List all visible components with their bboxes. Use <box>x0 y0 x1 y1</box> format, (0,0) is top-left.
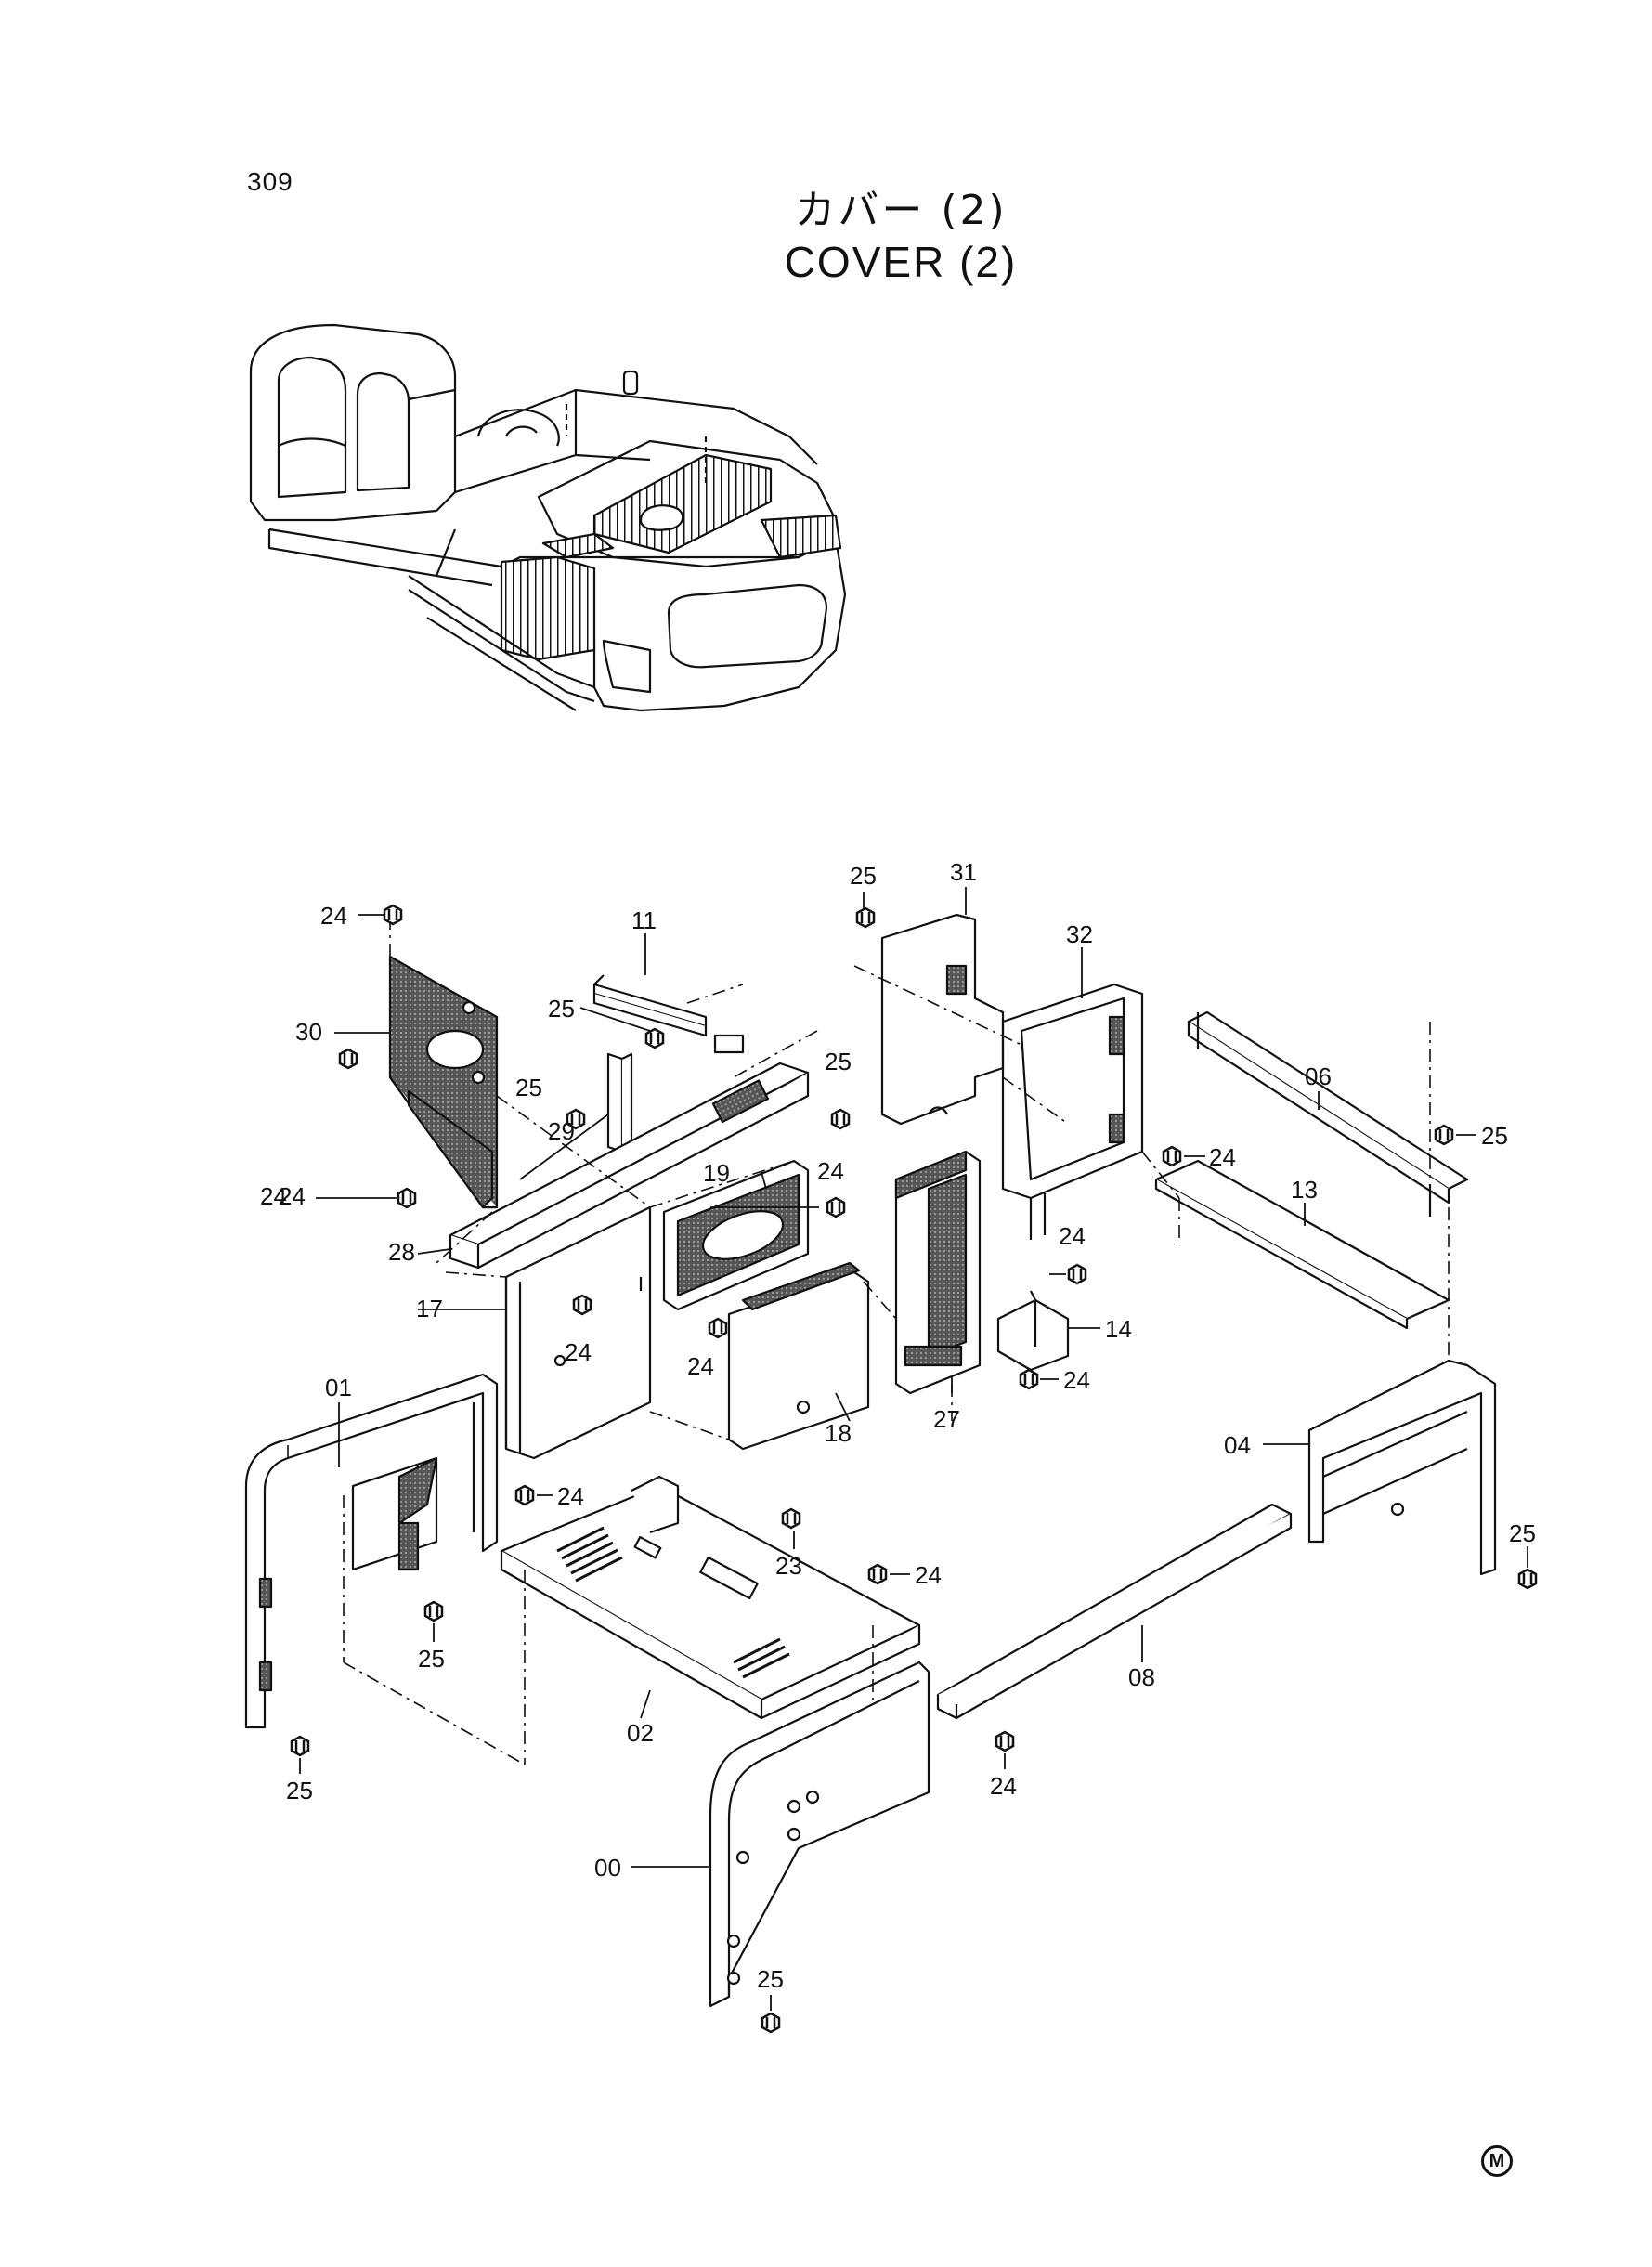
part-30-panel <box>388 955 499 1209</box>
callout-19: 19 <box>703 1159 730 1187</box>
callout-29: 29 <box>548 1117 575 1145</box>
callout-02: 02 <box>627 1719 654 1747</box>
page-title: COVER (2) <box>784 238 1018 286</box>
callout-25: 25 <box>548 995 575 1023</box>
callout-24: 24 <box>279 1182 306 1210</box>
callout-25: 25 <box>825 1048 852 1075</box>
page-title-japanese: カバー (2) <box>794 187 1008 234</box>
part-19-plate <box>662 1159 810 1311</box>
callout-27: 27 <box>933 1405 960 1433</box>
page-number: 309 <box>247 167 293 196</box>
part-11-bracket <box>592 974 708 1037</box>
callout-25: 25 <box>757 1965 784 1993</box>
callout-30: 30 <box>295 1018 322 1046</box>
part-04-frame <box>1307 1359 1497 1576</box>
callout-17: 17 <box>416 1295 443 1322</box>
callout-25: 25 <box>418 1645 445 1673</box>
part-29-bracket <box>606 1052 633 1153</box>
part-00-frame <box>709 1661 930 2008</box>
circled-m-icon: M <box>1481 2145 1513 2177</box>
callout-08: 08 <box>1128 1663 1155 1691</box>
callout-25: 25 <box>850 862 877 890</box>
leader-lines <box>299 887 1528 2011</box>
part-02-floor <box>500 1475 921 1720</box>
callout-13: 13 <box>1291 1176 1318 1204</box>
callout-24: 24 <box>990 1772 1017 1800</box>
callout-25: 25 <box>1481 1122 1508 1150</box>
callout-25: 25 <box>286 1777 313 1804</box>
callout-23: 23 <box>775 1552 802 1580</box>
part-08-channel <box>936 1503 1293 1720</box>
callout-00: 00 <box>594 1854 621 1882</box>
callout-06: 06 <box>1305 1062 1332 1090</box>
callout-24: 24 <box>320 902 347 930</box>
alignment-lines <box>287 919 1450 1765</box>
callout-28: 28 <box>388 1238 415 1266</box>
callout-04: 04 <box>1224 1431 1251 1459</box>
callout-31: 31 <box>950 858 977 886</box>
part-17-panel <box>504 1205 652 1460</box>
callout-01: 01 <box>325 1374 352 1401</box>
part-14-bracket <box>996 1290 1070 1372</box>
callout-25: 25 <box>515 1074 542 1101</box>
part-01-frame <box>244 1373 499 1729</box>
part-06-strip <box>1187 1010 1469 1217</box>
callout-24: 24 <box>915 1561 942 1589</box>
callout-11: 11 <box>631 906 657 934</box>
title-block: カバー (2) COVER (2) <box>706 186 1096 288</box>
part-31-panel <box>880 913 1005 1126</box>
callout-18: 18 <box>825 1419 852 1447</box>
callout-24: 24 <box>557 1482 584 1510</box>
callout-24: 24 <box>260 1182 287 1210</box>
callout-14: 14 <box>1105 1315 1132 1343</box>
callout-24: 24 <box>687 1352 714 1380</box>
callout-32: 32 <box>1066 920 1093 948</box>
part-27-bracket <box>894 1150 982 1395</box>
callout-24: 24 <box>565 1338 592 1366</box>
callout-24: 24 <box>1209 1143 1236 1171</box>
part-28-rail <box>449 1034 810 1270</box>
callout-24: 24 <box>817 1157 844 1185</box>
callout-25: 25 <box>1509 1519 1536 1547</box>
excavator-overview-icon <box>249 323 847 712</box>
part-32-frame <box>1001 983 1144 1240</box>
callout-24: 24 <box>1063 1366 1090 1394</box>
callout-labels: 24 30 24 24 11 25 25 29 25 25 31 32 06 2… <box>260 858 1536 1993</box>
callout-24: 24 <box>1059 1222 1086 1250</box>
